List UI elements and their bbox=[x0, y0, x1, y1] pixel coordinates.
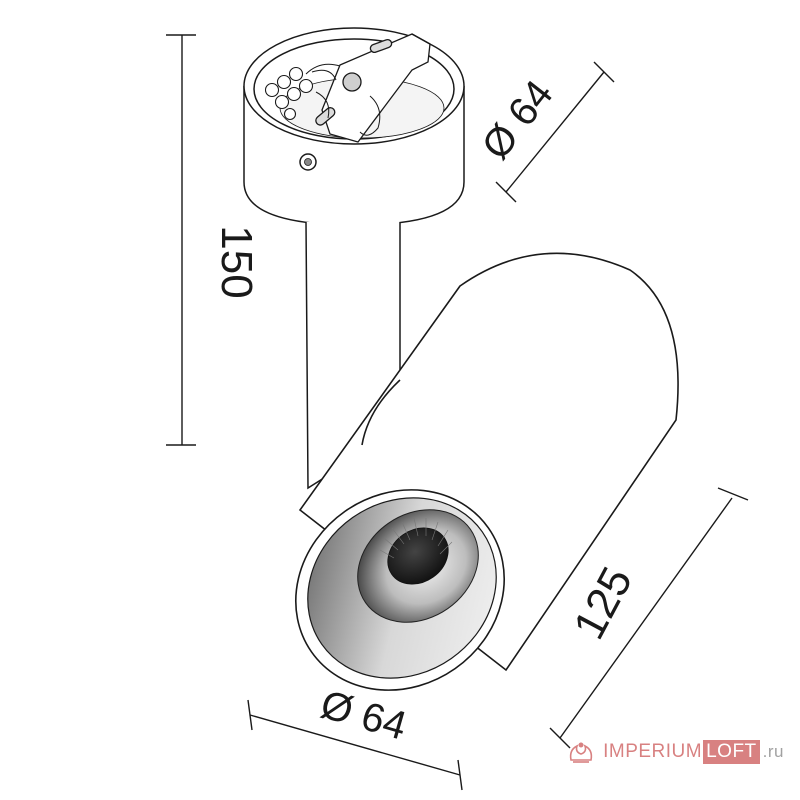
wires bbox=[305, 63, 341, 119]
watermark-brand-main: IMPERIUM bbox=[603, 741, 703, 762]
height-dimension bbox=[166, 34, 196, 446]
lens-core bbox=[387, 527, 449, 585]
bracket-slot-bottom bbox=[315, 107, 336, 126]
terminal-7 bbox=[283, 107, 297, 121]
mount-diameter-dimension bbox=[495, 61, 615, 203]
reflector-ribs bbox=[379, 517, 453, 559]
terminal-4 bbox=[274, 94, 290, 110]
terminal-3 bbox=[288, 66, 304, 82]
mount-diameter-line bbox=[505, 71, 605, 193]
crown-swirl-icon bbox=[569, 742, 593, 763]
terminal-2 bbox=[276, 74, 292, 90]
body-diameter-tick-a bbox=[247, 699, 253, 731]
body-diameter-label: Ø 64 bbox=[316, 682, 411, 748]
watermark-brand: IMPERIUM LOFT .ru bbox=[603, 740, 784, 764]
watermark-brand-tld: .ru bbox=[762, 742, 784, 761]
body-length-tick-a bbox=[549, 727, 571, 749]
height-dimension-label: 150 bbox=[212, 225, 261, 298]
body-diameter-dimension bbox=[247, 699, 463, 791]
bracket-slot-top bbox=[369, 38, 393, 54]
body-length-label: 125 bbox=[564, 559, 642, 647]
terminal-1 bbox=[264, 82, 280, 98]
watermark: IMPERIUM LOFT .ru bbox=[565, 734, 784, 770]
front-opening bbox=[294, 489, 506, 691]
mount-diameter-label: Ø 64 bbox=[474, 72, 562, 167]
mount-diameter-tick-b bbox=[593, 61, 615, 83]
mounting-bracket bbox=[315, 33, 431, 143]
bracket-hole bbox=[342, 72, 362, 92]
body-diameter-line bbox=[249, 714, 461, 776]
wire-loop bbox=[359, 95, 381, 136]
watermark-brand-highlight: LOFT bbox=[703, 740, 760, 764]
body-length-tick-b bbox=[717, 487, 749, 501]
terminal-5 bbox=[286, 86, 302, 102]
terminal-block bbox=[264, 63, 381, 136]
body-length-dimension bbox=[549, 487, 749, 749]
mount-diameter-tick-a bbox=[495, 181, 517, 203]
body-length-line bbox=[559, 497, 733, 739]
side-screw-head bbox=[304, 158, 312, 166]
joint-collar bbox=[361, 379, 401, 446]
body-diameter-tick-b bbox=[457, 759, 463, 791]
terminal-6 bbox=[298, 78, 314, 94]
